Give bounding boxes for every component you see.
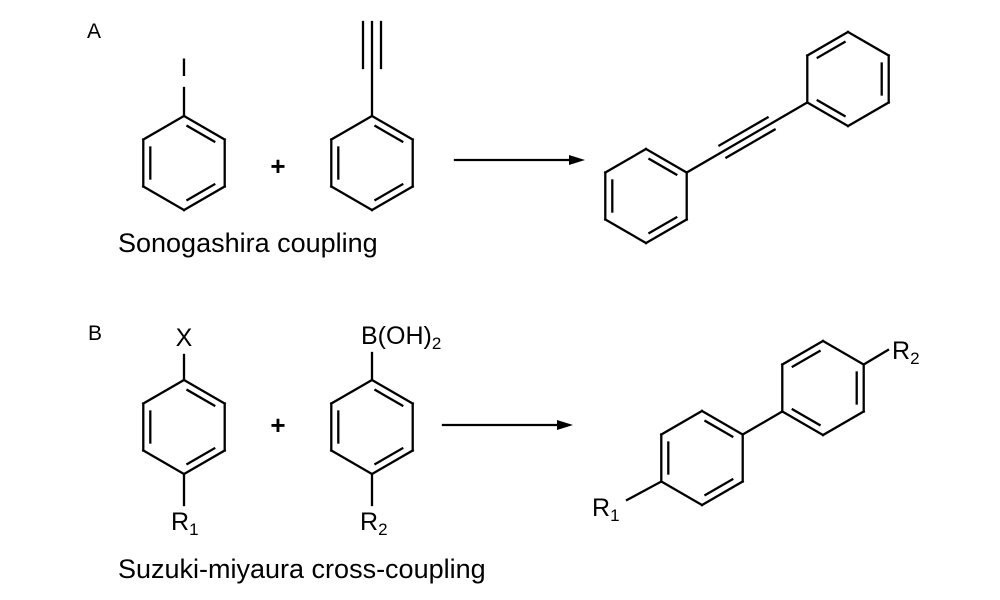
diphenylacetylene-ring-left-bond xyxy=(644,217,689,245)
arylboronic-acid-ring-bond xyxy=(329,448,374,476)
diphenylacetylene-ring-right-bond xyxy=(846,100,891,128)
biaryl-bond xyxy=(741,409,784,437)
aryl-halide-ring-bond xyxy=(182,448,227,476)
aryl-halide-ring-double-bond xyxy=(185,388,216,408)
phenylacetylene-ring-bond xyxy=(370,114,415,142)
biaryl-ring-left-double-bond xyxy=(703,419,734,439)
phenylacetylene-ring-bond xyxy=(329,184,374,212)
panel-b-label: B xyxy=(88,322,103,345)
product-r2-label: R2 xyxy=(892,337,920,368)
caption-suzuki: Suzuki-miyaura cross-coupling xyxy=(118,554,486,584)
diphenylacetylene-ring-left-bond xyxy=(644,147,689,175)
diphenylacetylene-ring-left-double-bond xyxy=(647,157,678,177)
diphenylacetylene-ring-right-bond xyxy=(805,100,850,128)
diphenylacetylene-ring-left-double-bond xyxy=(647,215,678,235)
diphenylacetylene-ring-right-bond xyxy=(846,30,891,58)
biaryl-ring-left-double-bond xyxy=(703,477,734,497)
r1-index: 1 xyxy=(189,520,199,539)
product-r1-label: R1 xyxy=(592,494,620,525)
biaryl-ring-right-double-bond xyxy=(791,407,822,427)
boronic-acid-index: 2 xyxy=(431,334,442,353)
iodobenzene-ring-double-bond xyxy=(185,124,216,144)
biaryl-ring-right-double-bond xyxy=(791,349,822,369)
arylboronic-acid-ring-bond xyxy=(370,448,415,476)
product-r2-letter: R xyxy=(892,337,911,365)
phenylacetylene-ring-double-bond xyxy=(373,124,404,144)
aryl-halide-ring-double-bond xyxy=(185,446,216,466)
r2-letter: R xyxy=(360,508,379,536)
product-r1-letter: R xyxy=(592,494,611,522)
aryl-halide-ring-bond xyxy=(141,448,186,476)
arylboronic-acid-ring-double-bond xyxy=(373,388,404,408)
diphenylacetylene-ring-left-bond xyxy=(603,217,648,245)
diphenylacetylene-ring-left-bond xyxy=(603,147,648,175)
aryl-halide-ring-bond xyxy=(182,378,227,406)
plus-sign-b: + xyxy=(270,410,286,440)
alkyne-bond xyxy=(685,100,809,175)
alkyne-bond xyxy=(717,115,770,148)
biaryl-ring-right-bond xyxy=(821,339,866,367)
biaryl-ring-right-bond xyxy=(780,409,825,437)
biaryl-ring-right-bond xyxy=(780,339,825,367)
iodine-atom-label: I xyxy=(180,54,188,82)
iodobenzene-ring-bond xyxy=(141,114,186,142)
arylboronic-acid-ring-double-bond xyxy=(373,446,404,466)
iodobenzene-ring-bond xyxy=(182,114,227,142)
product-r1-index: 1 xyxy=(610,506,620,525)
phenylacetylene-ring-bond xyxy=(370,184,415,212)
product-c-r2-bond xyxy=(862,348,890,367)
iodobenzene-ring-bond xyxy=(141,184,186,212)
biaryl-ring-left-bond xyxy=(659,479,704,507)
r2-index: 2 xyxy=(378,520,388,539)
iodobenzene-ring-bond xyxy=(182,184,227,212)
biaryl-ring-left-bond xyxy=(700,409,745,437)
arylboronic-acid-ring-bond xyxy=(329,378,374,406)
reaction-arrow-b-head xyxy=(557,420,573,430)
biaryl-ring-right-bond xyxy=(821,409,866,437)
boronic-acid-text: B(OH) xyxy=(361,322,432,350)
caption-sonogashira: Sonogashira coupling xyxy=(118,228,378,258)
aryl-halide-ring-bond xyxy=(141,378,186,406)
arylboronic-acid-ring-bond xyxy=(370,378,415,406)
panel-a-label: A xyxy=(87,20,102,43)
product-r2-index: 2 xyxy=(910,349,920,368)
phenylacetylene-ring-double-bond xyxy=(373,182,404,202)
halide-atom-label: X xyxy=(175,324,193,352)
alkyne-bond xyxy=(724,127,777,160)
biaryl-ring-left-bond xyxy=(700,479,745,507)
r1-letter: R xyxy=(171,508,190,536)
diphenylacetylene-ring-right-bond xyxy=(805,30,850,58)
plus-sign-a: + xyxy=(270,151,286,181)
biaryl-ring-left-bond xyxy=(659,409,704,437)
phenylacetylene-ring-bond xyxy=(329,114,374,142)
boronic-acid-label: B(OH)2 xyxy=(361,322,441,353)
diphenylacetylene-ring-right-double-bond xyxy=(816,40,847,60)
diphenylacetylene-ring-right-double-bond xyxy=(816,98,847,118)
product-c-r1-bond xyxy=(625,479,663,502)
iodobenzene-ring-double-bond xyxy=(185,182,216,202)
r2-substituent-label: R2 xyxy=(360,508,388,539)
r1-substituent-label: R1 xyxy=(171,508,199,539)
reaction-arrow-a-head xyxy=(569,155,585,165)
